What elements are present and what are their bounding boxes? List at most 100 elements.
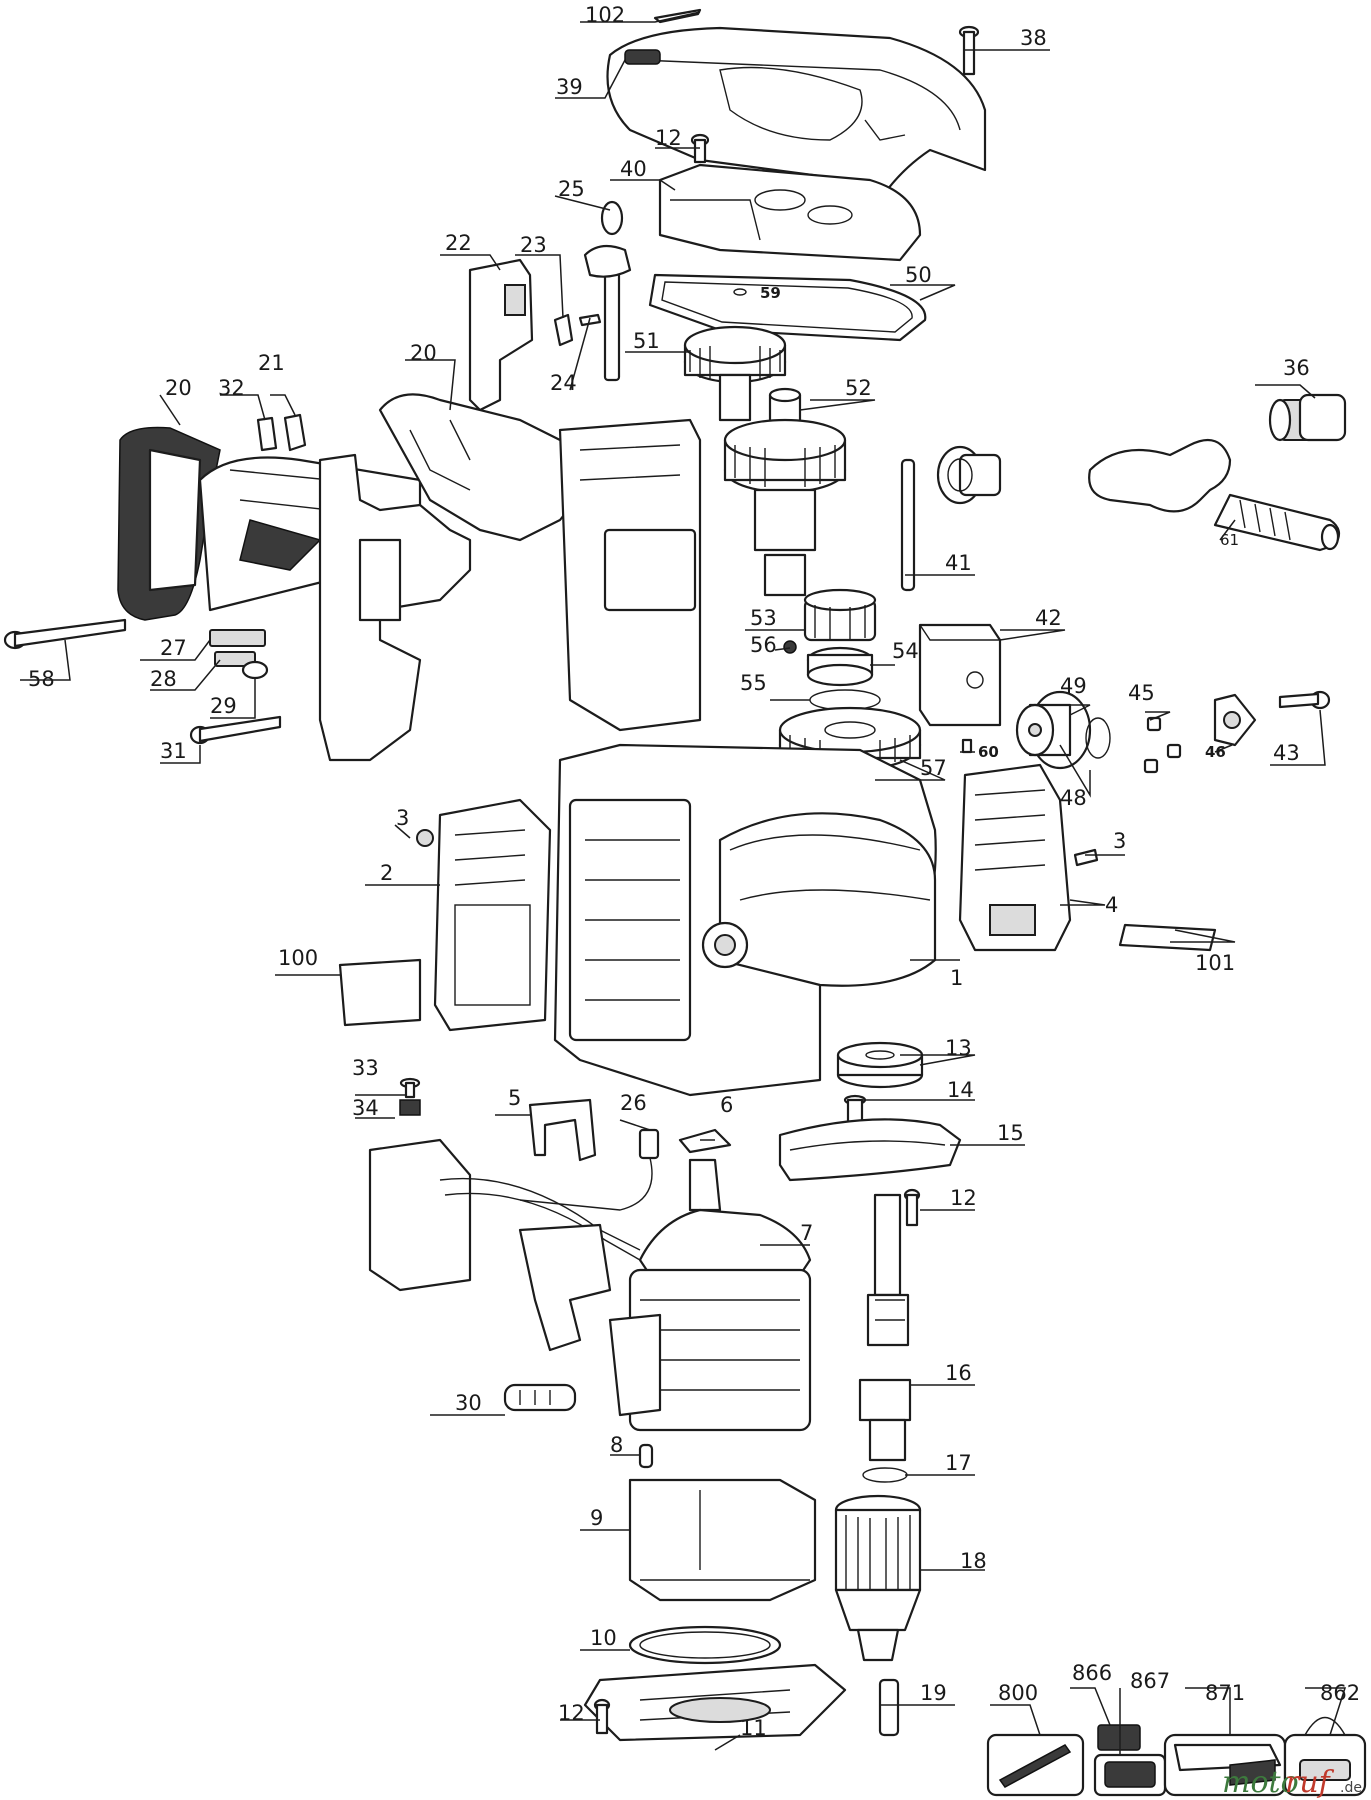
label-21: 21 <box>258 351 285 375</box>
main-housing-1-part <box>553 743 937 1097</box>
label-6: 6 <box>720 1093 733 1117</box>
cam-46-part <box>1213 693 1257 747</box>
label-58: 58 <box>28 667 55 691</box>
label-102: 102 <box>585 3 625 27</box>
label-26: 26 <box>620 1091 647 1115</box>
ring-48-part <box>1085 717 1111 759</box>
spring-clip-23-part <box>553 313 574 347</box>
side-panel-4-part <box>958 763 1072 952</box>
gear-cover-40-part <box>658 163 922 262</box>
label-36: 36 <box>1283 356 1310 380</box>
screw-12-top-part <box>690 133 710 164</box>
label-101: 101 <box>1195 951 1235 975</box>
label-12-mid: 12 <box>950 1186 977 1210</box>
label-41: 41 <box>945 551 972 575</box>
plate-6-part <box>678 1128 732 1154</box>
label-50: 50 <box>905 263 932 287</box>
label-45: 45 <box>1128 681 1155 705</box>
label-3-left: 3 <box>396 806 409 830</box>
label-8: 8 <box>610 1433 623 1457</box>
pin-29-part <box>241 660 269 680</box>
baffle-9-part <box>628 1478 817 1602</box>
accessory-800-part <box>986 1733 1085 1797</box>
bracket-42-part <box>918 623 1002 727</box>
label-38: 38 <box>1020 26 1047 50</box>
clip-32-part <box>256 416 278 452</box>
label-54: 54 <box>892 639 919 663</box>
pin-31-part <box>189 715 282 745</box>
label-49: 49 <box>1060 674 1087 698</box>
washer-13-part <box>836 1041 924 1089</box>
switch-lever-25-part <box>583 200 632 382</box>
label-20-handle: 20 <box>165 376 192 400</box>
battery-867-part <box>1093 1753 1167 1797</box>
gasket-50-part <box>648 273 927 342</box>
label-871: 871 <box>1205 1681 1245 1705</box>
handle-grip-30-part <box>503 1383 577 1412</box>
spring-34-part <box>399 1099 421 1116</box>
label-14: 14 <box>947 1078 974 1102</box>
label-22: 22 <box>445 231 472 255</box>
spindle-16-part <box>858 1193 912 1462</box>
label-12-bottom: 12 <box>558 1701 585 1725</box>
label-28: 28 <box>150 667 177 691</box>
label-31: 31 <box>160 739 187 763</box>
label-29: 29 <box>210 694 237 718</box>
label-800: 800 <box>998 1681 1038 1705</box>
label-11: 11 <box>740 1716 767 1740</box>
label-60: 60 <box>978 743 999 761</box>
switch-harness-part <box>368 1138 641 1352</box>
label-43: 43 <box>1273 741 1300 765</box>
label-34: 34 <box>352 1096 379 1120</box>
label-17: 17 <box>945 1451 972 1475</box>
nuts-45-part <box>1143 716 1182 774</box>
side-panel-2-part <box>433 798 552 1032</box>
screw-38-part <box>958 25 980 76</box>
pad-27-part <box>209 629 266 647</box>
label-9: 9 <box>590 1506 603 1530</box>
spindle-gear-52-part <box>723 387 847 597</box>
ball-56-part <box>783 640 797 654</box>
label-48: 48 <box>1060 786 1087 810</box>
label-19: 19 <box>920 1681 947 1705</box>
watermark-part1: moto <box>1222 1765 1299 1800</box>
gear-51-part <box>683 325 787 422</box>
frame-right-part <box>558 418 702 732</box>
label-46: 46 <box>1205 743 1226 761</box>
clip-21-part <box>283 413 307 452</box>
base-plate-11-part <box>583 1663 847 1742</box>
label-18: 18 <box>960 1549 987 1573</box>
pin-8-part <box>638 1443 654 1469</box>
collar-15-part <box>778 1118 962 1182</box>
rod-41-part <box>900 458 916 592</box>
label-1: 1 <box>950 966 963 990</box>
label-57: 57 <box>920 756 947 780</box>
screw-33-part <box>399 1077 421 1099</box>
label-7: 7 <box>800 1221 813 1245</box>
label-42: 42 <box>1035 606 1062 630</box>
label-867: 867 <box>1130 1669 1170 1693</box>
label-56: 56 <box>750 633 777 657</box>
label-33: 33 <box>352 1056 379 1080</box>
charger-871-part <box>1163 1733 1287 1797</box>
label-24: 24 <box>550 371 577 395</box>
switch-actuator-22-part <box>468 258 534 412</box>
battery-866-part <box>1097 1724 1141 1751</box>
side-handle-61-part <box>1088 438 1341 552</box>
label-100: 100 <box>278 946 318 970</box>
label-23: 23 <box>520 233 547 257</box>
label-5: 5 <box>508 1086 521 1110</box>
leader-lines <box>20 11 1347 1755</box>
label-15: 15 <box>997 1121 1024 1145</box>
bushing-36-part <box>1268 393 1347 442</box>
screw-3-left-part <box>416 829 434 847</box>
label-100-part <box>338 958 422 1027</box>
watermark-logo: moto ruf .de <box>1222 1765 1362 1800</box>
handle-housing-20-part <box>117 426 422 621</box>
label-13: 13 <box>945 1036 972 1060</box>
frame-housing-20-part <box>318 393 602 762</box>
bushing-part <box>936 445 1002 505</box>
label-30: 30 <box>455 1391 482 1415</box>
screw-43-part <box>1278 690 1331 710</box>
